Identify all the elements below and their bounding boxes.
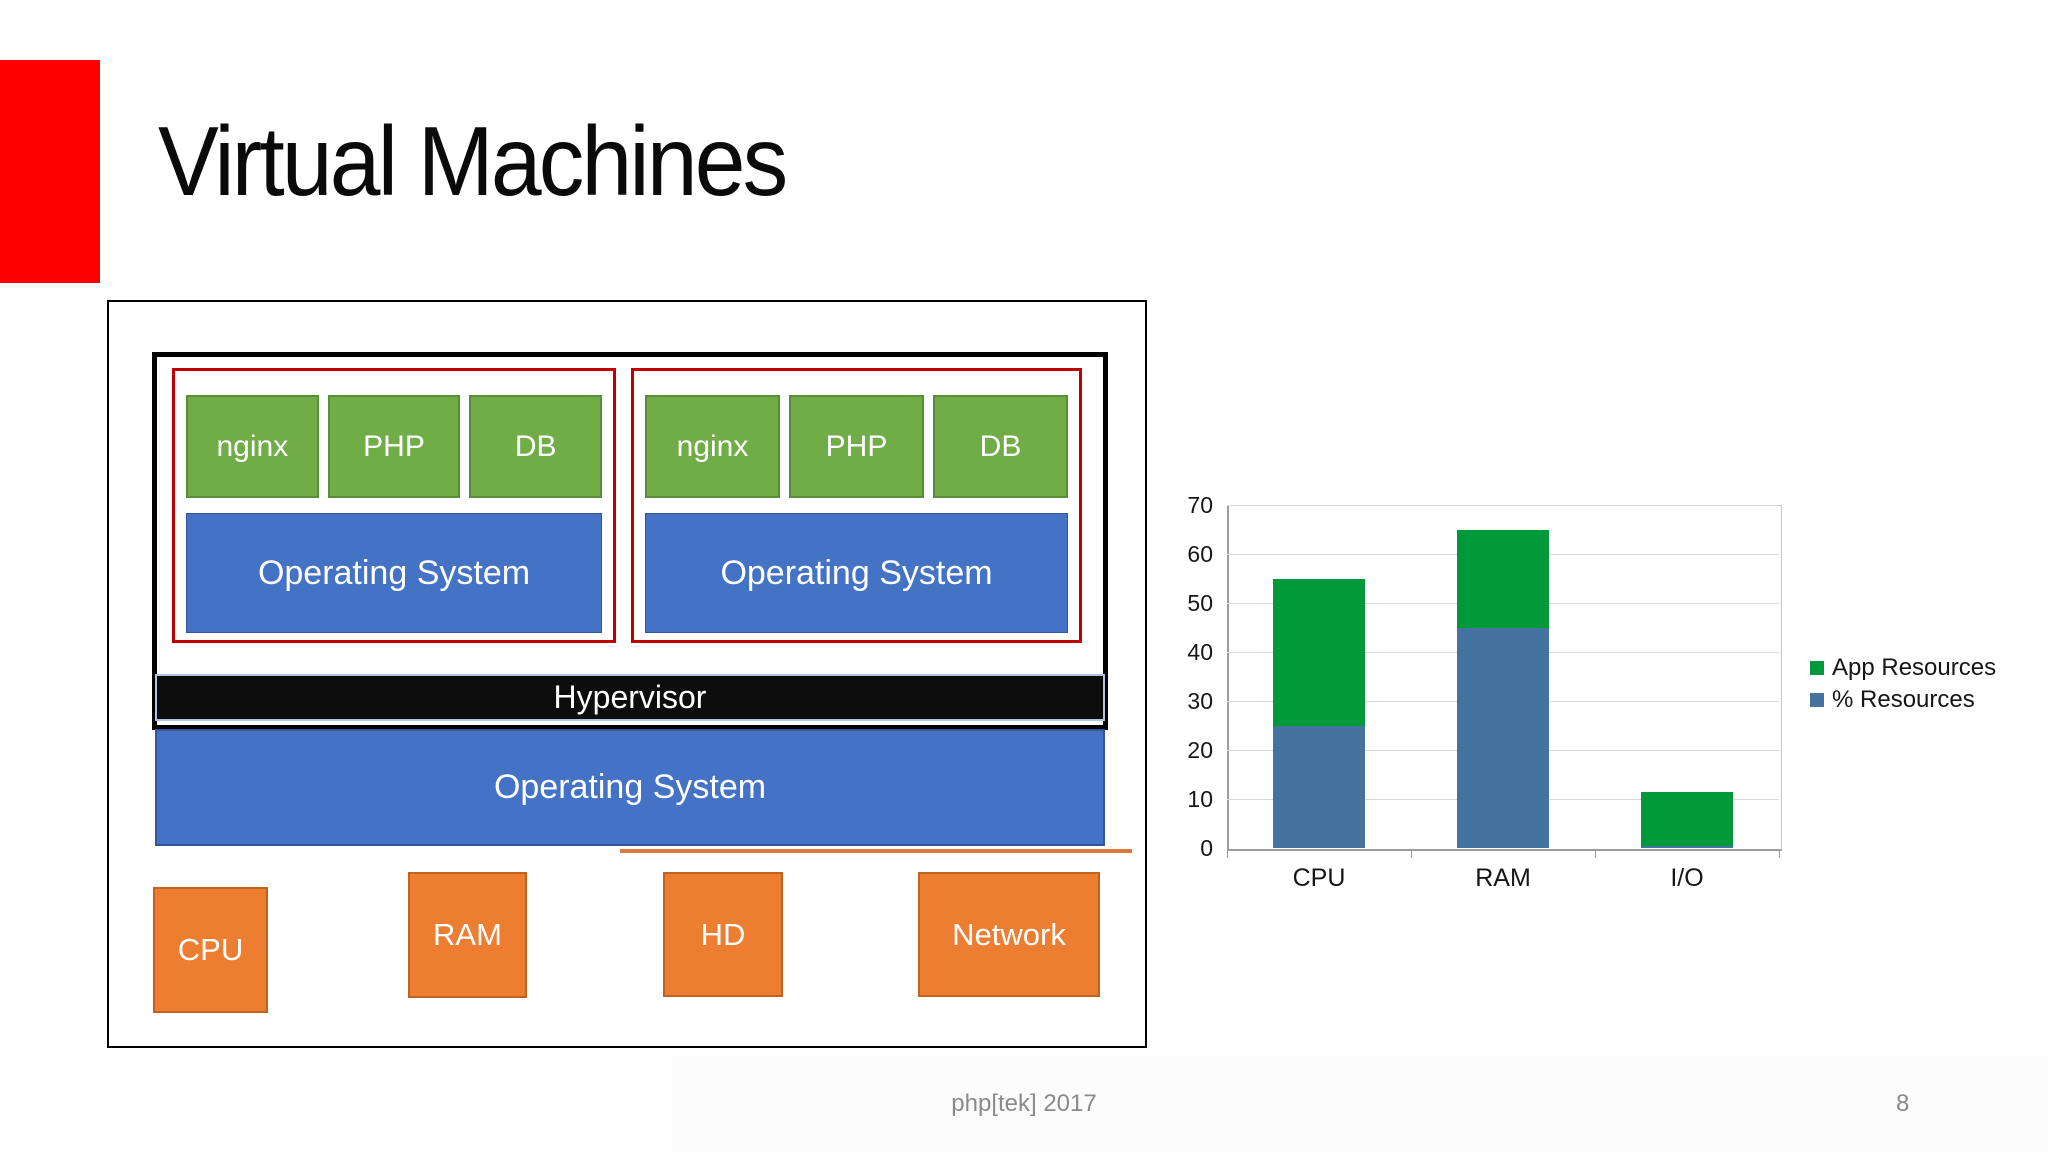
bar-segment-resources-cpu xyxy=(1273,725,1365,848)
y-axis-tick-label: 30 xyxy=(1187,688,1213,714)
x-axis-category-label: RAM xyxy=(1475,864,1531,892)
vm2-app-php: PHP xyxy=(789,395,924,498)
vm2-apps-row: nginx PHP DB xyxy=(645,395,1068,498)
footer-conference: php[tek] 2017 xyxy=(951,1090,1097,1117)
hypervisor-bar: Hypervisor xyxy=(155,674,1105,721)
y-axis-tick-label: 50 xyxy=(1187,590,1213,616)
bar-segment-resources-ram xyxy=(1457,627,1549,848)
bar-segment-appresources-cpu xyxy=(1273,578,1365,726)
legend-row: % Resources xyxy=(1810,686,1996,713)
chart-gridline xyxy=(1227,505,1779,506)
x-axis-tick xyxy=(1411,850,1412,858)
vm2-app-nginx: nginx xyxy=(645,395,780,498)
legend-swatch-icon xyxy=(1810,693,1824,707)
hardware-box-hd: HD xyxy=(663,872,783,997)
bottom-gray-band xyxy=(672,1056,2048,1152)
vm1-app-db: DB xyxy=(469,395,603,498)
y-axis-tick-label: 20 xyxy=(1187,737,1213,763)
x-axis-category-label: CPU xyxy=(1292,864,1346,892)
legend-row: App Resources xyxy=(1810,654,1997,681)
legend-label: % Resources xyxy=(1832,686,1975,713)
vm1-app-php: PHP xyxy=(327,395,461,498)
y-axis-tick-label: 10 xyxy=(1187,786,1213,812)
legend-swatch-icon xyxy=(1810,661,1824,675)
x-axis-tick xyxy=(1779,850,1780,858)
legend-label: App Resources xyxy=(1832,654,1997,681)
y-axis-tick-label: 70 xyxy=(1187,492,1213,518)
host-operating-system-bar: Operating System xyxy=(155,729,1105,846)
y-axis-tick-label: 60 xyxy=(1187,541,1213,567)
vm1-app-nginx: nginx xyxy=(186,395,319,498)
vm1-operating-system: Operating System xyxy=(186,513,602,633)
chart-legend: App Resources % Resources xyxy=(1810,654,1997,713)
x-axis-tick xyxy=(1227,850,1228,858)
bar-segment-appresources-io xyxy=(1641,791,1733,846)
x-axis-tick xyxy=(1595,850,1596,858)
vm-box-2: nginx PHP DB Operating System xyxy=(631,368,1082,643)
vm2-app-db: DB xyxy=(933,395,1068,498)
vm2-operating-system: Operating System xyxy=(645,513,1068,633)
hardware-box-network: Network xyxy=(918,872,1100,997)
orange-divider-line xyxy=(620,849,1132,853)
hardware-box-cpu: CPU xyxy=(153,887,268,1013)
bar-segment-resources-io xyxy=(1641,845,1733,848)
vm1-apps-row: nginx PHP DB xyxy=(186,395,603,498)
bar-segment-appresources-ram xyxy=(1457,529,1549,628)
vm-box-1: nginx PHP DB Operating System xyxy=(172,368,616,643)
x-axis-category-label: I/O xyxy=(1670,864,1704,892)
red-accent-bar xyxy=(0,60,100,283)
page-title: Virtual Machines xyxy=(158,106,788,216)
footer-page-number: 8 xyxy=(1896,1090,1910,1117)
hardware-box-ram: RAM xyxy=(408,872,527,998)
y-axis-tick-label: 40 xyxy=(1187,639,1213,665)
y-axis-tick-label: 0 xyxy=(1200,835,1213,861)
